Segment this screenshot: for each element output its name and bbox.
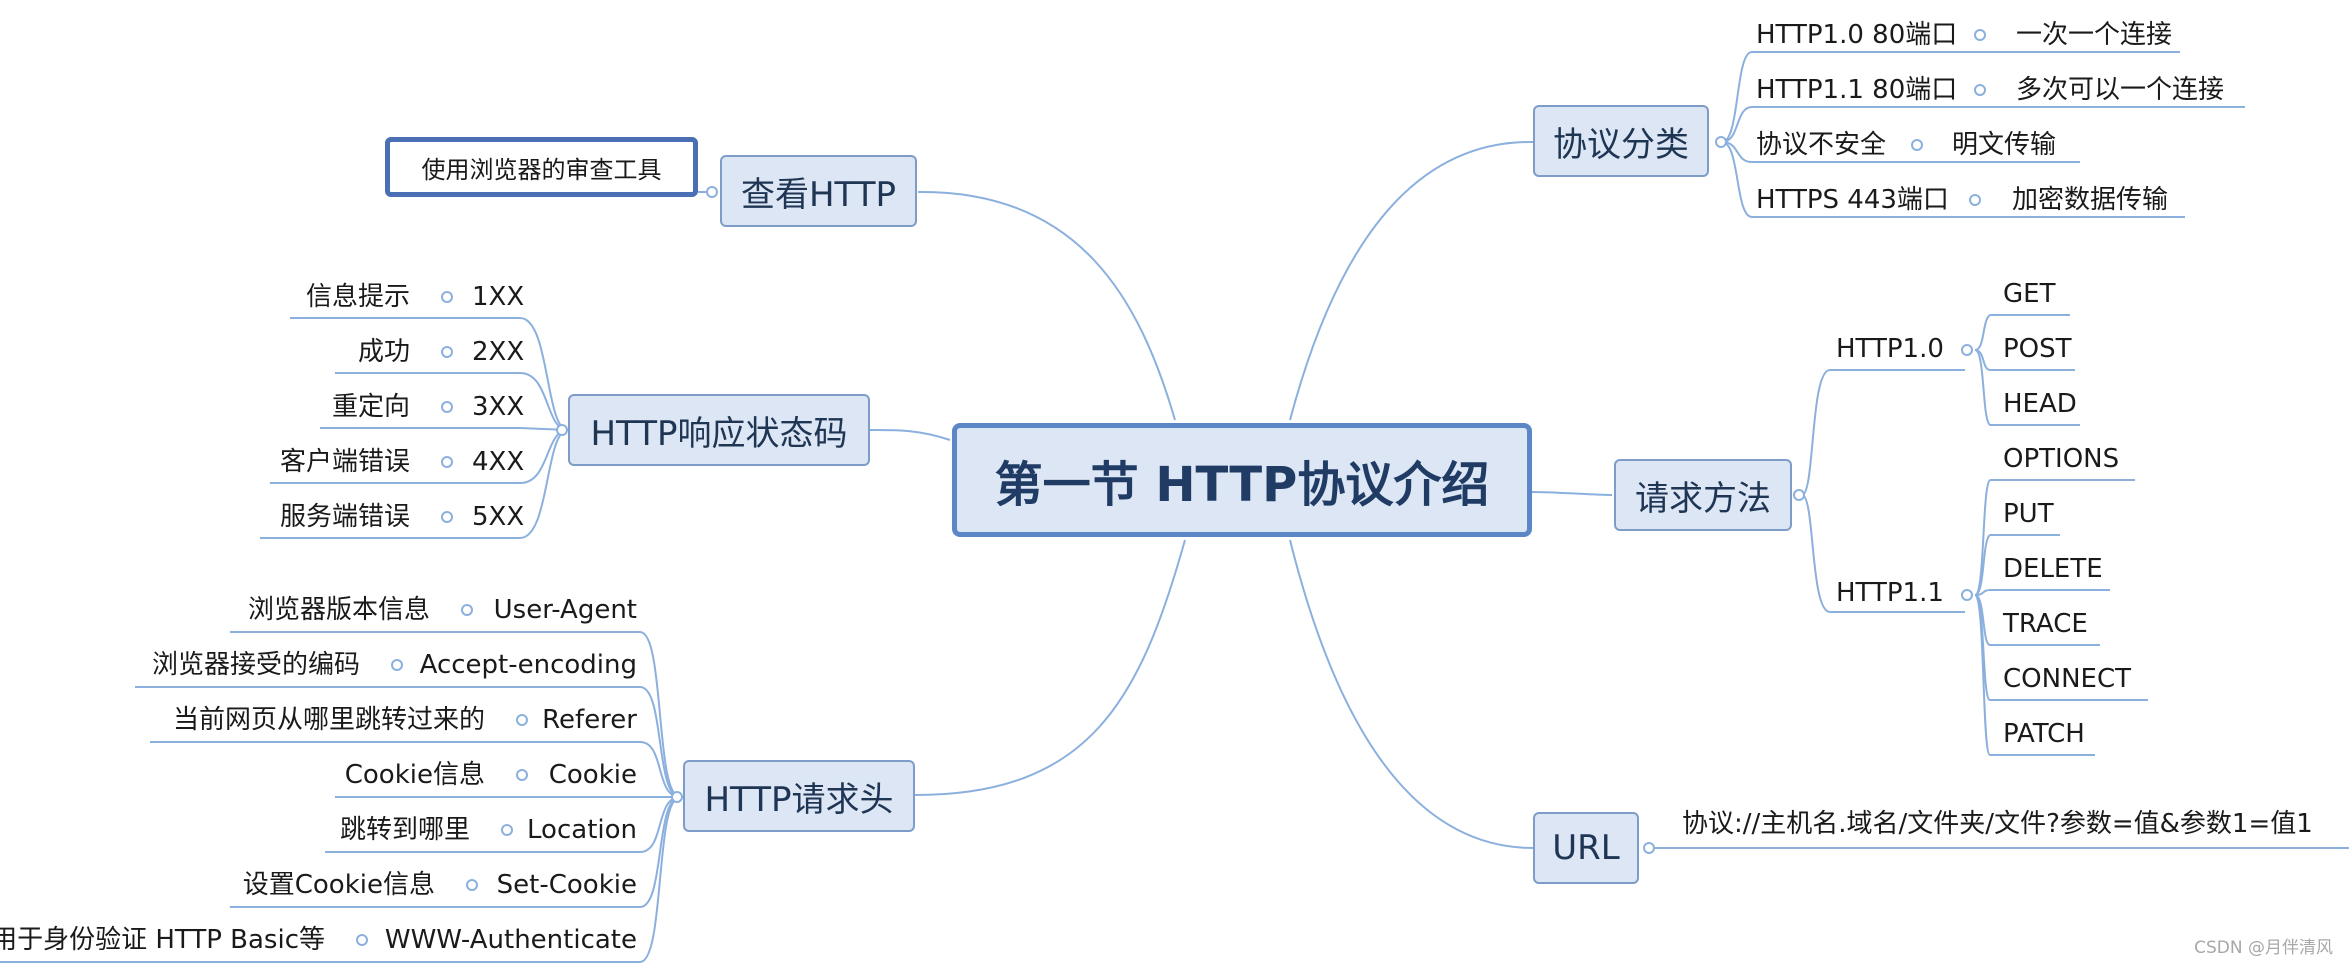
protocol-item-name[interactable]: HTTPS 443端口	[1756, 185, 1949, 215]
protocol-item-name[interactable]: HTTP1.0 80端口	[1756, 20, 1958, 50]
node-request-headers-label: HTTP请求头	[704, 779, 894, 820]
link-central-status	[869, 429, 951, 441]
node-view-http-label: 查看HTTP	[740, 174, 896, 215]
link-central-headers	[914, 539, 1186, 796]
link-central-methods	[1529, 491, 1613, 496]
method-item[interactable]: GET	[2003, 279, 2056, 309]
method-item[interactable]: CONNECT	[2003, 664, 2131, 694]
node-protocol-types-label: 协议分类	[1553, 124, 1689, 165]
status-item-code[interactable]: 2XX	[472, 337, 525, 367]
node-status-codes[interactable]: HTTP响应状态码	[568, 394, 870, 466]
protocol-item-desc[interactable]: 一次一个连接	[2016, 20, 2173, 50]
protocol-item-desc[interactable]: 多次可以一个连接	[2016, 75, 2225, 105]
watermark: CSDN @月伴清风	[2194, 938, 2333, 958]
central-topic[interactable]: 第一节 HTTP协议介绍	[952, 423, 1532, 537]
central-topic-label: 第一节 HTTP协议介绍	[994, 457, 1490, 513]
collapse-dot	[556, 424, 568, 436]
link-central-protocol	[1289, 140, 1534, 421]
collapse-dot	[1643, 842, 1655, 854]
header-item-desc[interactable]: 用于身份验证 HTTP Basic等	[0, 925, 325, 955]
header-item-desc[interactable]: 设置Cookie信息	[242, 870, 435, 900]
collapse-dot	[1961, 344, 1973, 356]
collapse-dot	[671, 791, 683, 803]
status-item-desc[interactable]: 客户端错误	[279, 447, 410, 477]
collapse-dot	[1715, 136, 1727, 148]
node-status-codes-label: HTTP响应状态码	[590, 413, 848, 454]
status-item-desc[interactable]: 成功	[357, 337, 410, 367]
header-item-name[interactable]: Accept-encoding	[419, 650, 637, 680]
method-item[interactable]: PATCH	[2003, 719, 2085, 749]
collapse-dot	[706, 186, 718, 198]
method-version-label[interactable]: HTTP1.0	[1836, 334, 1944, 364]
header-item-name[interactable]: Cookie	[548, 760, 637, 790]
method-item[interactable]: DELETE	[2003, 554, 2103, 584]
method-item[interactable]: PUT	[2003, 499, 2054, 529]
node-request-methods[interactable]: 请求方法	[1614, 459, 1792, 531]
protocol-item-name[interactable]: HTTP1.1 80端口	[1756, 75, 1958, 105]
node-view-hint-label: 使用浏览器的审查工具	[421, 155, 662, 184]
method-item[interactable]: POST	[2003, 334, 2072, 364]
header-item-desc[interactable]: 跳转到哪里	[339, 815, 470, 845]
collapse-dot	[1961, 589, 1973, 601]
protocol-item-desc[interactable]: 加密数据传输	[2012, 185, 2169, 215]
method-version-label[interactable]: HTTP1.1	[1836, 578, 1944, 608]
protocol-item-name[interactable]: 协议不安全	[1756, 130, 1887, 160]
node-view-hint[interactable]: 使用浏览器的审查工具	[385, 137, 698, 197]
method-item[interactable]: OPTIONS	[2003, 444, 2120, 474]
status-item-code[interactable]: 1XX	[472, 282, 525, 312]
collapse-dot	[1793, 489, 1805, 501]
link-central-view	[917, 190, 1176, 421]
header-item-desc[interactable]: 浏览器版本信息	[247, 595, 430, 625]
node-url-label: URL	[1552, 828, 1620, 868]
header-item-name[interactable]: User-Agent	[493, 595, 637, 625]
method-item[interactable]: HEAD	[2003, 389, 2077, 419]
status-item-desc[interactable]: 信息提示	[305, 282, 410, 312]
status-item-desc[interactable]: 重定向	[331, 392, 410, 422]
url-format[interactable]: 协议://主机名.域名/文件夹/文件?参数=值&参数1=值1	[1682, 809, 2313, 839]
header-item-desc[interactable]: 当前网页从哪里跳转过来的	[172, 705, 485, 735]
status-item-code[interactable]: 4XX	[472, 447, 525, 477]
protocol-item-desc[interactable]: 明文传输	[1952, 130, 2057, 160]
status-item-code[interactable]: 5XX	[472, 502, 525, 532]
node-protocol-types[interactable]: 协议分类	[1533, 105, 1709, 177]
header-item-name[interactable]: Set-Cookie	[496, 870, 637, 900]
node-request-headers[interactable]: HTTP请求头	[683, 760, 915, 832]
header-item-name[interactable]: Referer	[542, 705, 637, 735]
header-item-desc[interactable]: Cookie信息	[344, 760, 485, 790]
header-item-name[interactable]: WWW-Authenticate	[384, 925, 637, 955]
node-request-methods-label: 请求方法	[1635, 478, 1771, 519]
status-item-desc[interactable]: 服务端错误	[279, 502, 410, 532]
method-item[interactable]: TRACE	[2003, 609, 2088, 639]
header-item-name[interactable]: Location	[527, 815, 637, 845]
node-url[interactable]: URL	[1533, 812, 1639, 884]
header-item-desc[interactable]: 浏览器接受的编码	[151, 650, 360, 680]
link-central-url	[1289, 539, 1534, 849]
node-view-http[interactable]: 查看HTTP	[720, 155, 917, 227]
status-item-code[interactable]: 3XX	[472, 392, 525, 422]
